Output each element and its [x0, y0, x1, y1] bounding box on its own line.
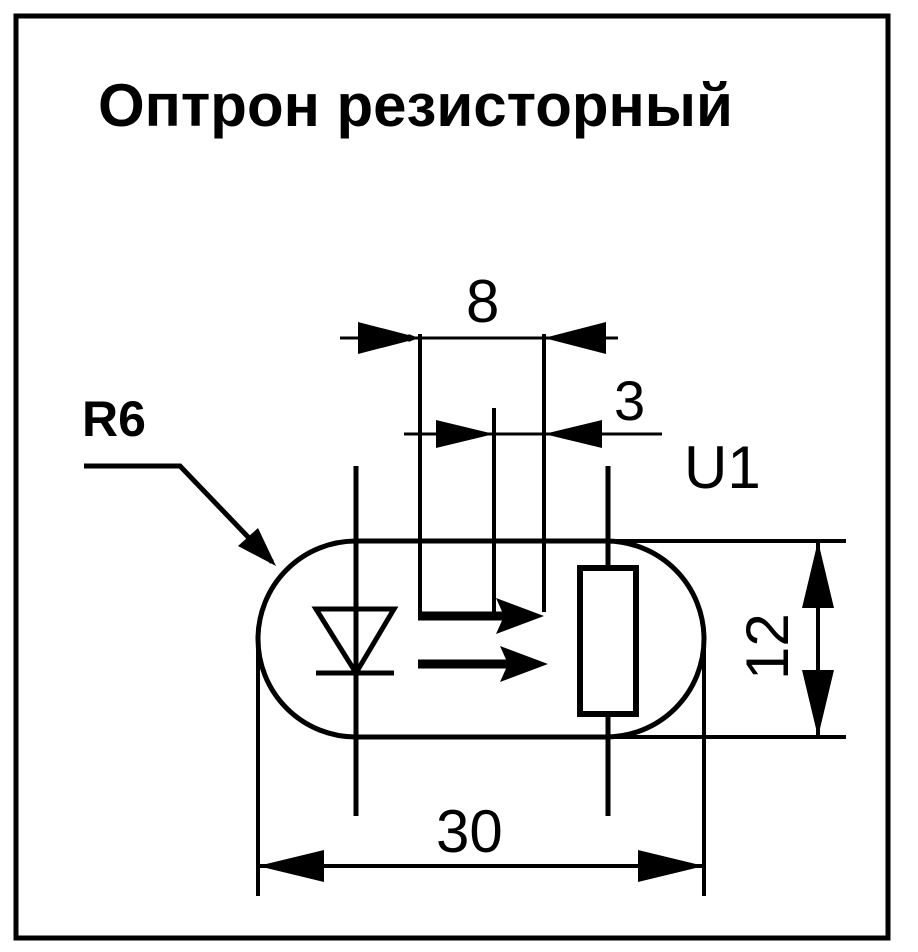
- offset-arrow-left: [436, 420, 494, 448]
- pitch-dimension: 8: [466, 268, 499, 335]
- designator-label: U1: [684, 434, 761, 501]
- drawing-frame: [13, 13, 891, 941]
- height-dimension: 12: [734, 613, 801, 680]
- radius-label: R6: [82, 391, 146, 447]
- length-arrow-left: [258, 850, 324, 882]
- led-triangle: [311, 606, 399, 678]
- radius-leader: [84, 463, 274, 564]
- light-arrow-upper-head: [496, 598, 544, 634]
- offset-dimension: 3: [614, 369, 645, 432]
- pitch-arrow-left: [358, 322, 420, 354]
- pitch-arrow-right: [544, 322, 606, 354]
- light-arrow-lower-head: [500, 646, 548, 682]
- height-arrow-bottom: [802, 670, 834, 737]
- drawing-title: Оптрон резисторный: [98, 72, 733, 139]
- height-arrow-top: [802, 541, 834, 608]
- offset-arrow-right: [544, 420, 602, 448]
- resistor-body: [577, 565, 639, 717]
- length-arrow-right: [638, 850, 704, 882]
- radius-leader-arrow: [238, 528, 276, 566]
- length-dimension: 30: [436, 798, 503, 865]
